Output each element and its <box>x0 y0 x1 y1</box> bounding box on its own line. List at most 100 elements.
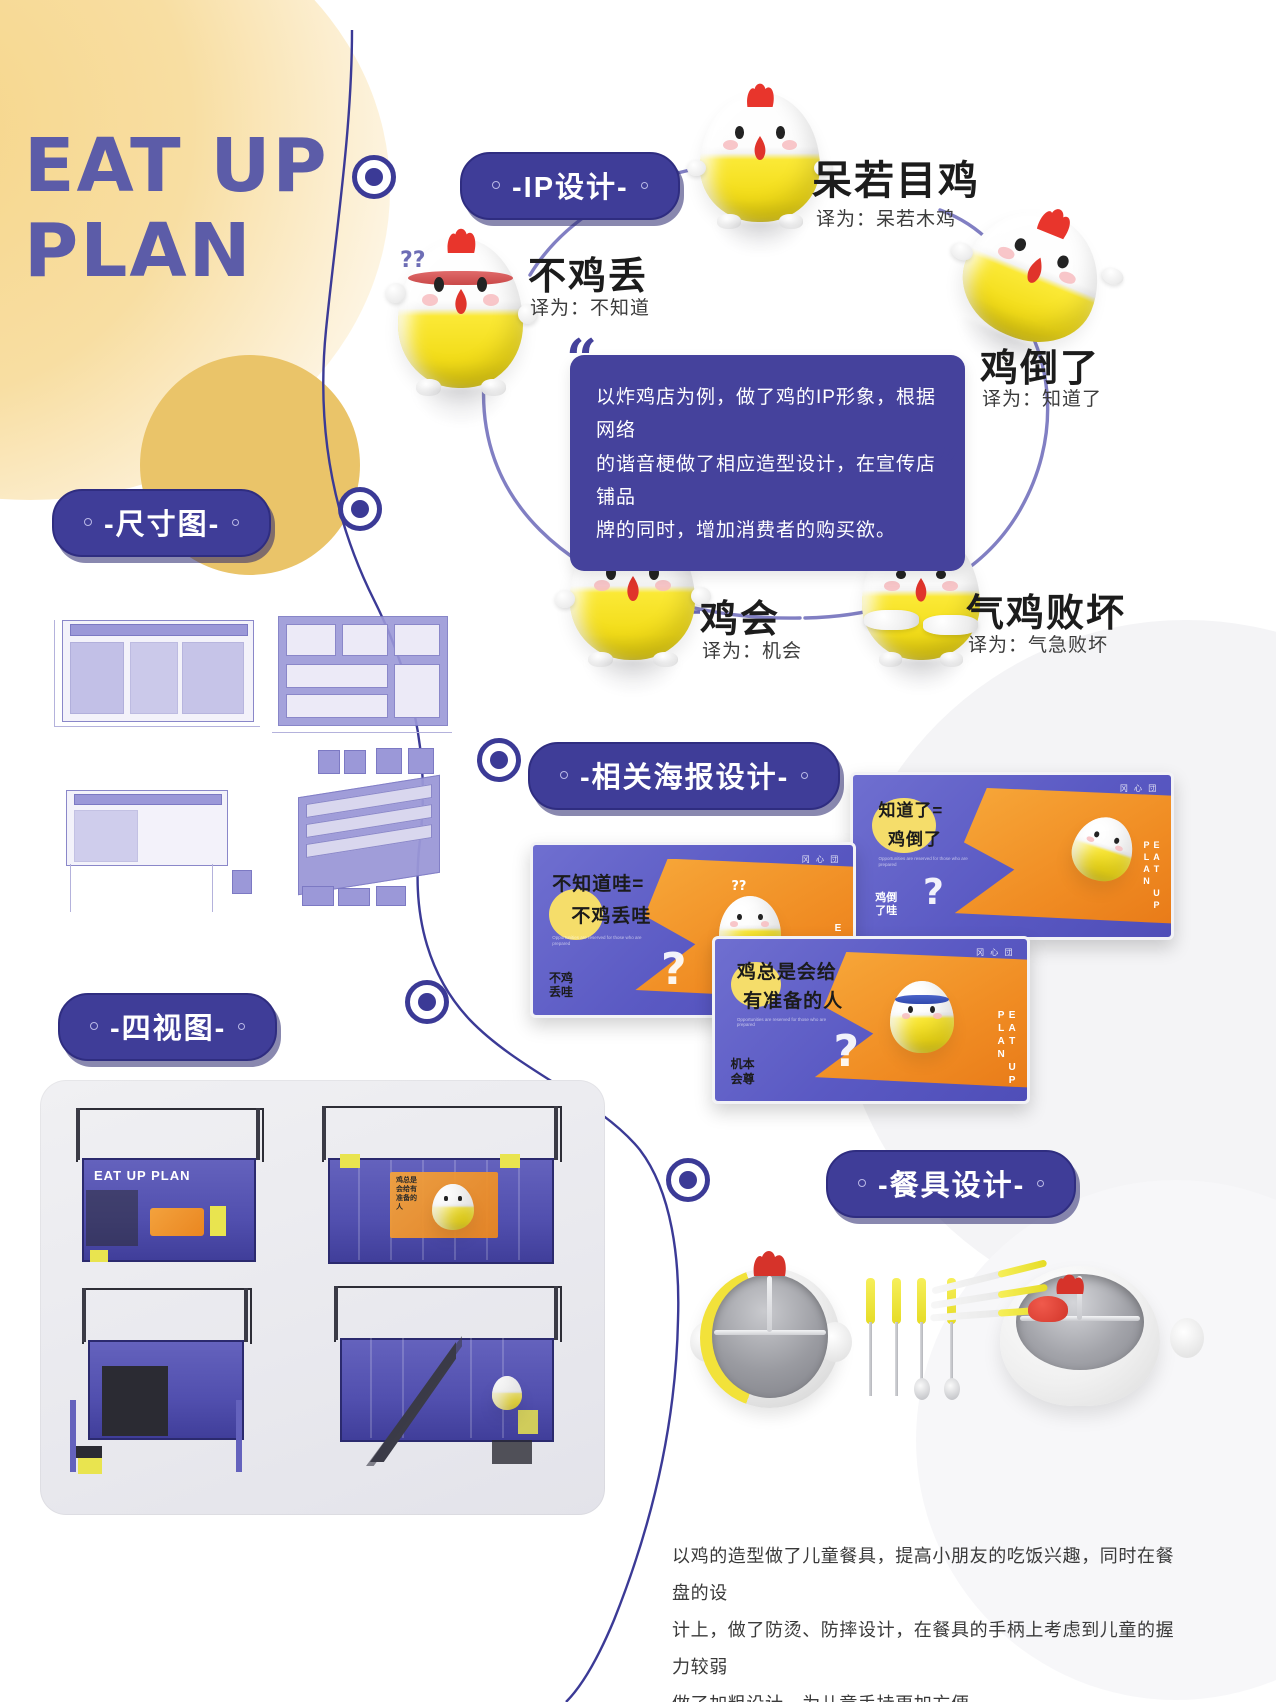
question-mark-icon: ? <box>833 1026 860 1078</box>
fv-post <box>334 1286 338 1340</box>
drawing-part <box>232 870 252 894</box>
mascot-foot-right <box>939 652 964 667</box>
poster-2-corner-line-1: 鸡倒 <box>875 891 898 904</box>
mascot-eye-left <box>606 566 617 581</box>
mascot-reflection <box>410 388 511 427</box>
drawing-detail <box>286 664 388 688</box>
question-mark-icon: ? <box>922 872 944 914</box>
section-badge-size-drawing[interactable]: -尺寸图- <box>52 489 272 557</box>
utensil-stem <box>920 1322 923 1384</box>
poster-1-corner-line-2: 丢哇 <box>549 985 574 1000</box>
fv-roof-rail-back <box>82 1288 252 1344</box>
mascot-headband <box>894 994 949 1005</box>
section-badge-four-view[interactable]: -四视图- <box>58 993 278 1061</box>
mascot-cheek-left <box>901 1012 911 1019</box>
mascot-body <box>889 981 954 1054</box>
drawing-part <box>408 748 434 774</box>
drawing-detail <box>74 810 138 862</box>
drawing-detail <box>394 664 440 718</box>
fv-leg <box>236 1400 242 1472</box>
drawing-detail <box>182 642 244 714</box>
tableware-line-1: 以鸡的造型做了儿童餐具，提高小朋友的吃饭兴趣，同时在餐盘的设 <box>672 1546 1175 1603</box>
poster-2-corner-label: 鸡倒 了哇 <box>875 892 897 918</box>
ip-translation-4: 译为：气急败坏 <box>968 635 1109 656</box>
beak-icon <box>623 576 643 601</box>
ip-name-1: 呆若目鸡 <box>812 159 980 203</box>
poster-card-1[interactable]: 不知道哇= 不鸡丢哇 Opportunities are reserved fo… <box>530 842 856 1018</box>
poster-1-headline-1: 不知道哇= <box>552 873 645 895</box>
fv-mini-mascot <box>492 1376 522 1410</box>
mascot-cheek-right <box>655 580 672 592</box>
mascot-foot-left <box>716 214 741 229</box>
mascot-cheek-left <box>421 293 438 306</box>
badge-dot-icon <box>90 1022 98 1030</box>
dimension-line <box>70 864 71 912</box>
poster-1-corner-line-1: 不鸡 <box>549 970 574 985</box>
dimension-line <box>212 864 213 912</box>
poster-2-headline-1: 知道了= <box>878 801 944 821</box>
tableware-line-3: 做了加粗设计，为儿童手持更加方便。 <box>672 1686 1182 1702</box>
section-badge-tableware-design[interactable]: -餐具设计- <box>826 1150 1077 1218</box>
four-view-panel: EAT UP PLAN 鸡总是会给有准备的人 <box>40 1080 605 1515</box>
mascot-body <box>432 1184 474 1230</box>
page-title: EAT UP PLAN <box>24 129 329 294</box>
badge-tail-icon <box>801 771 809 779</box>
fv-post <box>244 1288 248 1342</box>
mascot-cheek-left <box>593 580 610 592</box>
section-badge-poster-design[interactable]: -相关海报设计- <box>528 742 841 810</box>
dimension-line <box>54 620 55 726</box>
question-mark-icon: ?? <box>400 248 426 273</box>
section-badge-ip-design[interactable]: -IP设计- <box>460 152 680 220</box>
mascot-foot-left <box>415 379 441 396</box>
beak-icon <box>750 136 769 161</box>
tableware-utensil-1 <box>862 1278 878 1398</box>
drawing-part <box>376 748 402 774</box>
mascot-arms-crossed-2 <box>923 615 978 635</box>
mascot-cheek-right <box>933 1012 942 1019</box>
poster-3-corner-label: 机本 会尊 <box>731 1057 755 1086</box>
mascot-eye-left <box>444 1195 448 1201</box>
poster-3-corner-mark: 冈 心 団 <box>976 948 1015 958</box>
mascot-reflection <box>873 660 969 695</box>
fv-panel-line <box>402 1338 404 1438</box>
quote-line-1: 以炸鸡店为例，做了鸡的IP形象，根据网络 <box>596 387 936 442</box>
fv-door <box>102 1366 168 1436</box>
fv-post <box>82 1288 86 1342</box>
drawing-detail <box>70 642 124 714</box>
poster-3-side-text: EAT UP PLAN <box>995 1010 1018 1089</box>
tableware-description: 以鸡的造型做了儿童餐具，提高小朋友的吃饭兴趣，同时在餐盘的设 计上，做了防烫、防… <box>672 1538 1182 1702</box>
fv-panel-line <box>518 1160 520 1260</box>
mascot-body <box>492 1376 522 1410</box>
mascot-reflection <box>582 660 683 697</box>
title-line-2: PLAN <box>24 207 253 294</box>
mascot-hand-right <box>1099 264 1126 288</box>
fv-post <box>256 1108 260 1160</box>
badge-tail-icon <box>238 1022 246 1030</box>
spine-node-fourview <box>405 980 449 1024</box>
ip-translation-0: 译为：不知道 <box>530 298 651 319</box>
mascot-eye-right <box>775 125 786 139</box>
question-mark-icon: ?? <box>731 879 747 894</box>
poster-card-2[interactable]: 知道了= 鸡倒了 Opportunities are reserved for … <box>850 772 1174 940</box>
fv-leg <box>70 1400 76 1472</box>
drawing-detail <box>74 794 222 805</box>
dimension-line <box>272 732 452 733</box>
beak-icon <box>1022 253 1051 283</box>
mascot-foot-right <box>652 651 678 667</box>
fv-post <box>554 1106 558 1160</box>
badge-dot-icon <box>858 1179 866 1187</box>
comb-icon <box>1031 198 1079 240</box>
poster-card-3[interactable]: 鸡总是会给 有准备的人 Opportunities are reserved f… <box>712 936 1030 1104</box>
tableware-red-wattle <box>1028 1296 1068 1322</box>
mascot-reflection <box>712 222 808 256</box>
fv-shop-sign: EAT UP PLAN <box>94 1168 191 1183</box>
mascot-foot-left <box>587 651 613 667</box>
mascot-eye-left <box>896 570 906 580</box>
mascot-ji-dao-le <box>945 191 1126 387</box>
ip-translation-2: 译为：知道了 <box>982 389 1103 410</box>
ip-description-box: 以炸鸡店为例，做了鸡的IP形象，根据网络 的谐音梗做了相应造型设计，在宣传店铺品… <box>570 355 965 572</box>
quote-close-icon: ” <box>930 435 962 499</box>
section-badge-size-label: -尺寸图- <box>104 509 221 541</box>
mascot-eye-left <box>908 1005 914 1013</box>
